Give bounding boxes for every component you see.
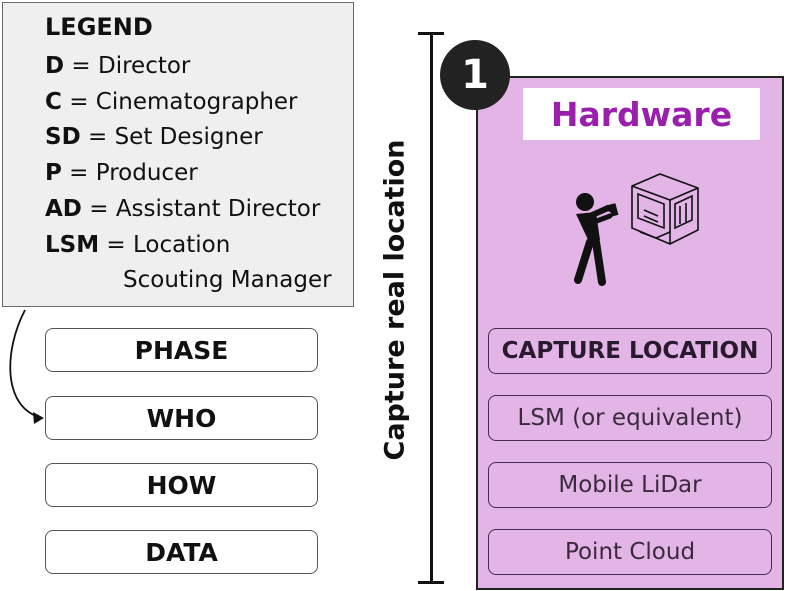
stage-title: Hardware: [523, 88, 760, 140]
row-label-data: DATA: [45, 530, 318, 574]
stage-phase: CAPTURE LOCATION: [488, 328, 772, 374]
row-label-how: HOW: [45, 463, 318, 507]
vertical-bracket-top-cap: [418, 32, 444, 35]
legend-continuation: Scouting Manager: [123, 267, 332, 293]
legend-text: Cinematographer: [95, 89, 298, 115]
legend-sep: =: [81, 196, 116, 222]
vertical-bracket-bottom-cap: [418, 581, 444, 584]
legend-abbr: C: [45, 89, 62, 115]
legend-abbr: P: [45, 160, 62, 186]
legend-item-director: D = Director: [45, 53, 190, 79]
legend-text: Producer: [95, 160, 198, 186]
stage-who: LSM (or equivalent): [488, 395, 772, 441]
person-scanning-with-phone-icon: [574, 193, 619, 286]
row-label-phase: PHASE: [45, 328, 318, 372]
legend-text: Director: [98, 53, 191, 79]
vertical-bracket-line: [430, 33, 433, 583]
legend-text: Set Designer: [114, 124, 263, 150]
legend-connector-arrow: [9, 309, 44, 424]
room-3d-scan-icon: [631, 173, 699, 245]
stage-number-badge: 1: [440, 40, 510, 110]
legend-title: LEGEND: [45, 13, 153, 41]
legend-sep: =: [61, 89, 96, 115]
legend-text: Location: [133, 232, 231, 258]
stage-how: Mobile LiDar: [488, 462, 772, 508]
stage-illustration: [574, 173, 699, 286]
legend-sep: =: [80, 124, 115, 150]
legend-item-location-manager: LSM = Location: [45, 232, 230, 258]
stage-vertical-label: Capture real location: [379, 139, 411, 461]
legend-sep: =: [64, 53, 98, 79]
legend-sep: =: [61, 160, 96, 186]
legend-abbr: SD: [45, 124, 81, 150]
legend-item-set-designer: SD = Set Designer: [45, 124, 263, 150]
legend-sep: =: [99, 232, 134, 258]
legend-box: LEGEND D = Director C = Cinematographer …: [2, 2, 354, 307]
legend-abbr: AD: [45, 196, 82, 222]
legend-text: Assistant Director: [115, 196, 321, 222]
legend-item-assistant-director: AD = Assistant Director: [45, 196, 320, 222]
stage-data: Point Cloud: [488, 529, 772, 575]
row-label-who: WHO: [45, 396, 318, 440]
legend-abbr: LSM: [45, 232, 100, 258]
legend-abbr: D: [45, 53, 65, 79]
legend-item-cinematographer: C = Cinematographer: [45, 89, 298, 115]
legend-item-producer: P = Producer: [45, 160, 198, 186]
